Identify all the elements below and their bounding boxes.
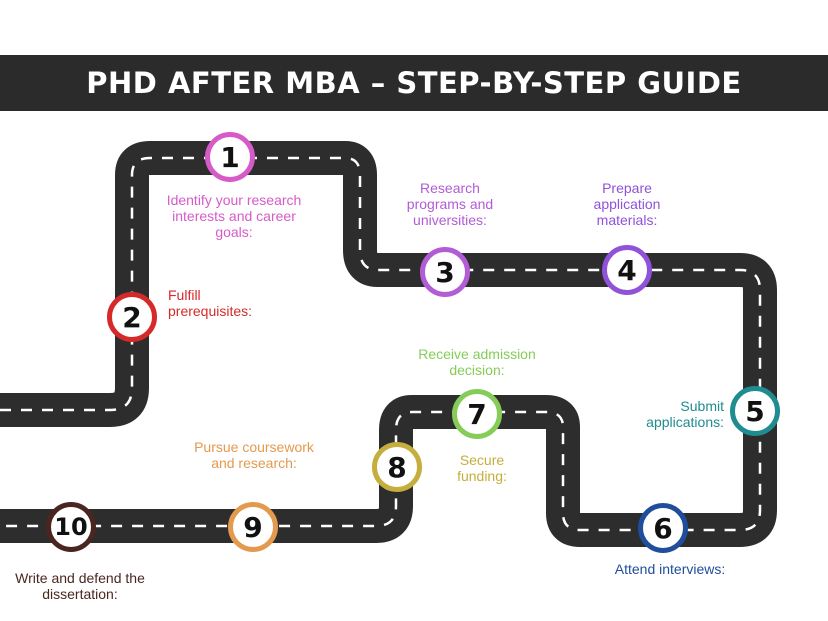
step-1-marker: 1: [205, 132, 255, 182]
step-5-marker: 5: [730, 386, 780, 436]
step-10-marker: 10: [46, 502, 96, 552]
step-8-marker: 8: [372, 442, 422, 492]
step-9-marker: 9: [228, 502, 278, 552]
step-4-marker: 4: [602, 245, 652, 295]
step-6-marker: 6: [638, 503, 688, 553]
step-9-label: Pursue coursework and research:: [194, 439, 314, 471]
step-2-marker: 2: [107, 292, 157, 342]
step-5-label: Submit applications:: [646, 398, 724, 430]
step-3-marker: 3: [420, 247, 470, 297]
step-3-label: Research programs and universities:: [406, 180, 494, 228]
step-2-label: Fulfill prerequisites:: [168, 287, 253, 319]
step-8-label: Secure funding:: [457, 452, 507, 484]
step-1-label: Identify your research interests and car…: [166, 192, 302, 240]
step-10-label: Write and defend the dissertation:: [15, 570, 145, 602]
page-title: PHD AFTER MBA – STEP-BY-STEP GUIDE: [86, 66, 742, 100]
step-7-marker: 7: [452, 389, 502, 439]
step-6-label: Attend interviews:: [614, 561, 726, 577]
step-7-label: Receive admission decision:: [418, 346, 536, 378]
step-4-label: Prepare application materials:: [593, 180, 661, 228]
title-banner: PHD AFTER MBA – STEP-BY-STEP GUIDE: [0, 55, 828, 111]
